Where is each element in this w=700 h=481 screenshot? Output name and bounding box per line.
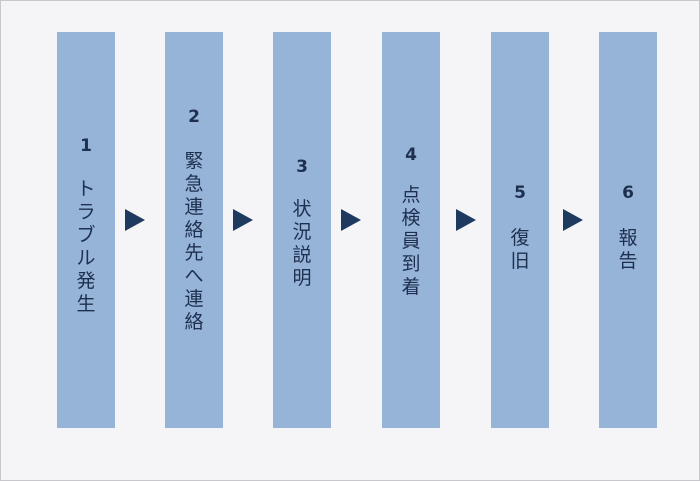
step-number: 2 [188, 107, 200, 127]
step-2-box: 2 緊急連絡先へ連絡 [165, 32, 223, 428]
arrow-right-icon [456, 209, 476, 231]
step-label: 状況説明 [292, 198, 312, 289]
step-1-box: 1 トラブル発生 [57, 32, 115, 428]
step-number: 6 [622, 183, 634, 203]
step-label: 復旧 [510, 227, 530, 272]
step-label: 点検員到着 [401, 184, 421, 298]
step-label: 緊急連絡先へ連絡 [184, 150, 204, 333]
step-number: 1 [80, 136, 92, 156]
arrow-right-icon [341, 209, 361, 231]
step-number: 3 [296, 157, 308, 177]
arrow-right-icon [233, 209, 253, 231]
step-number: 4 [405, 145, 417, 165]
step-4-box: 4 点検員到着 [382, 32, 440, 428]
step-6-box: 6 報告 [599, 32, 657, 428]
step-label: トラブル発生 [76, 178, 96, 315]
arrow-right-icon [563, 209, 583, 231]
arrow-right-icon [125, 209, 145, 231]
step-label: 報告 [618, 227, 638, 272]
step-3-box: 3 状況説明 [273, 32, 331, 428]
step-number: 5 [514, 183, 526, 203]
step-5-box: 5 復旧 [491, 32, 549, 428]
